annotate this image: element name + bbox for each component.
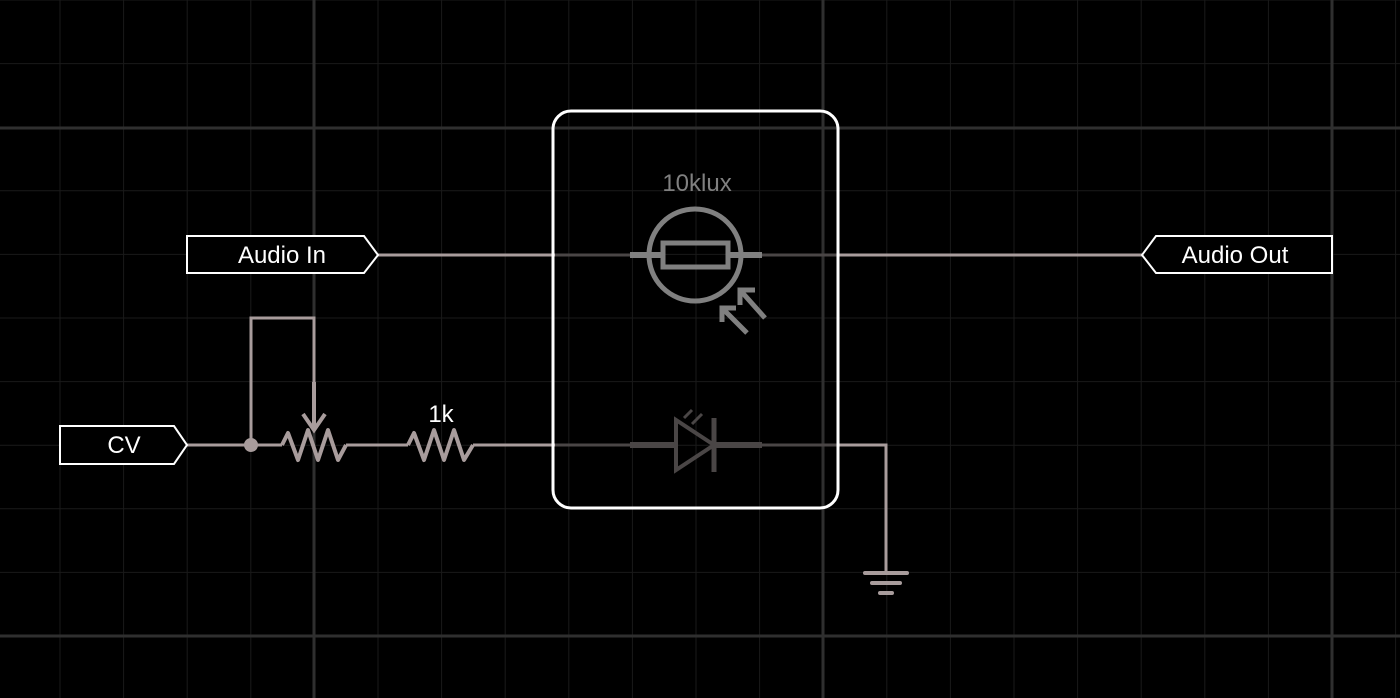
resistor-1k[interactable] bbox=[406, 428, 475, 462]
junction-dot bbox=[244, 438, 258, 452]
wires bbox=[187, 253, 1142, 572]
ground-symbol bbox=[863, 571, 909, 595]
audio-out-port[interactable]: Audio Out bbox=[1140, 235, 1333, 274]
optocoupler-outline bbox=[551, 109, 840, 510]
potentiometer[interactable] bbox=[280, 382, 348, 462]
ldr-photoresistor[interactable] bbox=[630, 206, 767, 335]
optocoupler[interactable]: 10klux bbox=[551, 109, 840, 510]
cv-label: CV bbox=[107, 432, 140, 459]
resistor-value-label: 1k bbox=[428, 401, 454, 428]
audio-out-label: Audio Out bbox=[1182, 242, 1289, 269]
led-to-ground-wire[interactable] bbox=[838, 443, 888, 572]
ldr-value-label: 10klux bbox=[662, 170, 731, 197]
wiper-loop-wire[interactable] bbox=[249, 316, 316, 445]
cv-port[interactable]: CV bbox=[59, 425, 189, 465]
led[interactable] bbox=[630, 408, 762, 474]
audio-in-port[interactable]: Audio In bbox=[186, 235, 380, 274]
audio-in-label: Audio In bbox=[238, 242, 326, 269]
